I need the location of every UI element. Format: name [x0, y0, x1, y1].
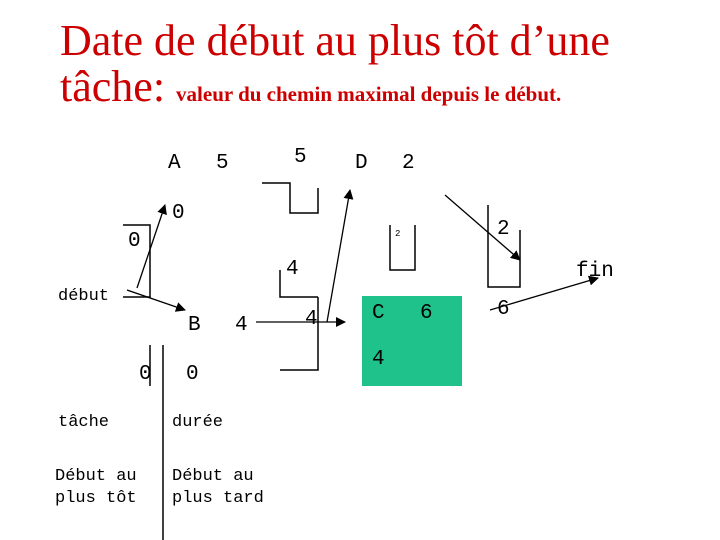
node-d-late-start: 2 — [395, 229, 401, 239]
title-main: tâche: — [60, 62, 166, 111]
node-b-name: B — [188, 314, 201, 337]
node-a-name: A — [168, 152, 181, 175]
c-box-border — [280, 297, 319, 371]
node-d-duration: 2 — [402, 152, 415, 175]
arrow-a-d — [326, 189, 354, 323]
debut-box-border — [123, 224, 151, 298]
arrow-debut-b — [126, 289, 186, 312]
node-d-early-start: 4 — [286, 258, 299, 281]
node-debut-early-start: 0 — [128, 230, 141, 253]
node-fin-name: fin — [576, 260, 614, 283]
title-line-1: Date de début au plus tôt d’une — [60, 16, 610, 65]
node-c-duration: 6 — [420, 302, 433, 325]
legend-late-start-label: Début au plus tard — [172, 467, 264, 508]
node-a-early-start: 0 — [172, 202, 185, 225]
node-fin-late-start: 2 — [497, 218, 510, 241]
legend-early-start-value: 0 — [139, 363, 152, 386]
legend-task-label: tâche — [58, 413, 110, 432]
title-subtitle: valeur du chemin maximal depuis le début… — [176, 82, 562, 106]
title-line-2: tâche: valeur du chemin maximal depuis l… — [60, 64, 710, 117]
node-debut-name: début — [58, 287, 110, 306]
node-b-duration: 4 — [235, 314, 248, 337]
arrow-c-fin — [489, 275, 599, 311]
task-c-highlight — [362, 296, 462, 386]
node-c-name: C — [372, 302, 385, 325]
node-d-name: D — [355, 152, 368, 175]
node-a-late-start: 5 — [294, 146, 307, 169]
d-box-border — [389, 225, 416, 271]
b-box-border — [279, 270, 318, 298]
node-c-early-start: 4 — [372, 348, 385, 371]
slide-title: Date de début au plus tôt d’une tâche: v… — [60, 18, 710, 117]
arrow-debut-a — [136, 204, 167, 289]
a-box-border — [262, 182, 319, 214]
node-a-duration: 5 — [216, 152, 229, 175]
legend-early-start-label: Début au plus tôt — [55, 467, 137, 508]
node-b-early-start: 0 — [186, 363, 199, 386]
node-b-late-start: 4 — [305, 308, 318, 331]
node-fin-early-start: 6 — [497, 298, 510, 321]
arrow-d-fin — [444, 194, 521, 261]
legend-duration-label: durée — [172, 413, 224, 432]
